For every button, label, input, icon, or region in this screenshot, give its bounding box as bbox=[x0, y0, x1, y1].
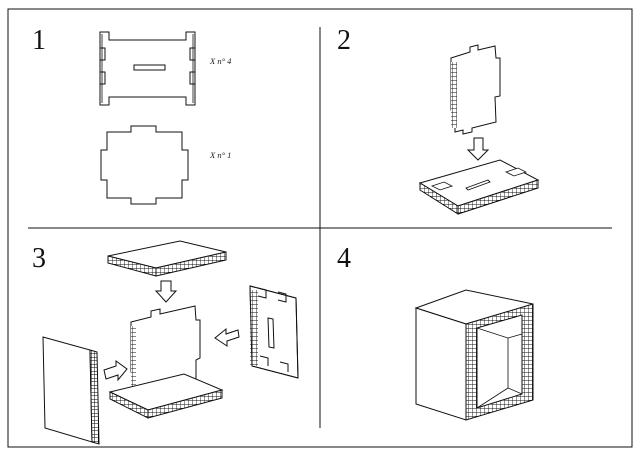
step-1-parts: X n° 4 X n° 1 bbox=[99, 31, 232, 205]
step-2-illustration bbox=[418, 44, 540, 215]
upright-side-panel bbox=[450, 44, 501, 135]
sheet-border bbox=[7, 8, 633, 448]
step-3-illustration bbox=[42, 240, 299, 445]
step-number-2: 2 bbox=[337, 25, 351, 56]
side-panel-quantity: X n° 4 bbox=[209, 56, 232, 66]
side-panel-part bbox=[99, 31, 196, 106]
step-4-assembled-box bbox=[414, 289, 534, 421]
left-side-panel bbox=[42, 336, 93, 443]
base-panel-quantity: X n° 1 bbox=[209, 150, 231, 160]
step-number-3: 3 bbox=[32, 243, 46, 274]
down-arrow bbox=[466, 137, 490, 161]
step-number-1: 1 bbox=[32, 25, 46, 56]
down-arrow-top bbox=[154, 280, 178, 303]
right-arrow bbox=[103, 360, 128, 382]
base-panel-part bbox=[100, 125, 189, 205]
left-arrow bbox=[214, 327, 240, 347]
step-number-4: 4 bbox=[337, 243, 351, 274]
